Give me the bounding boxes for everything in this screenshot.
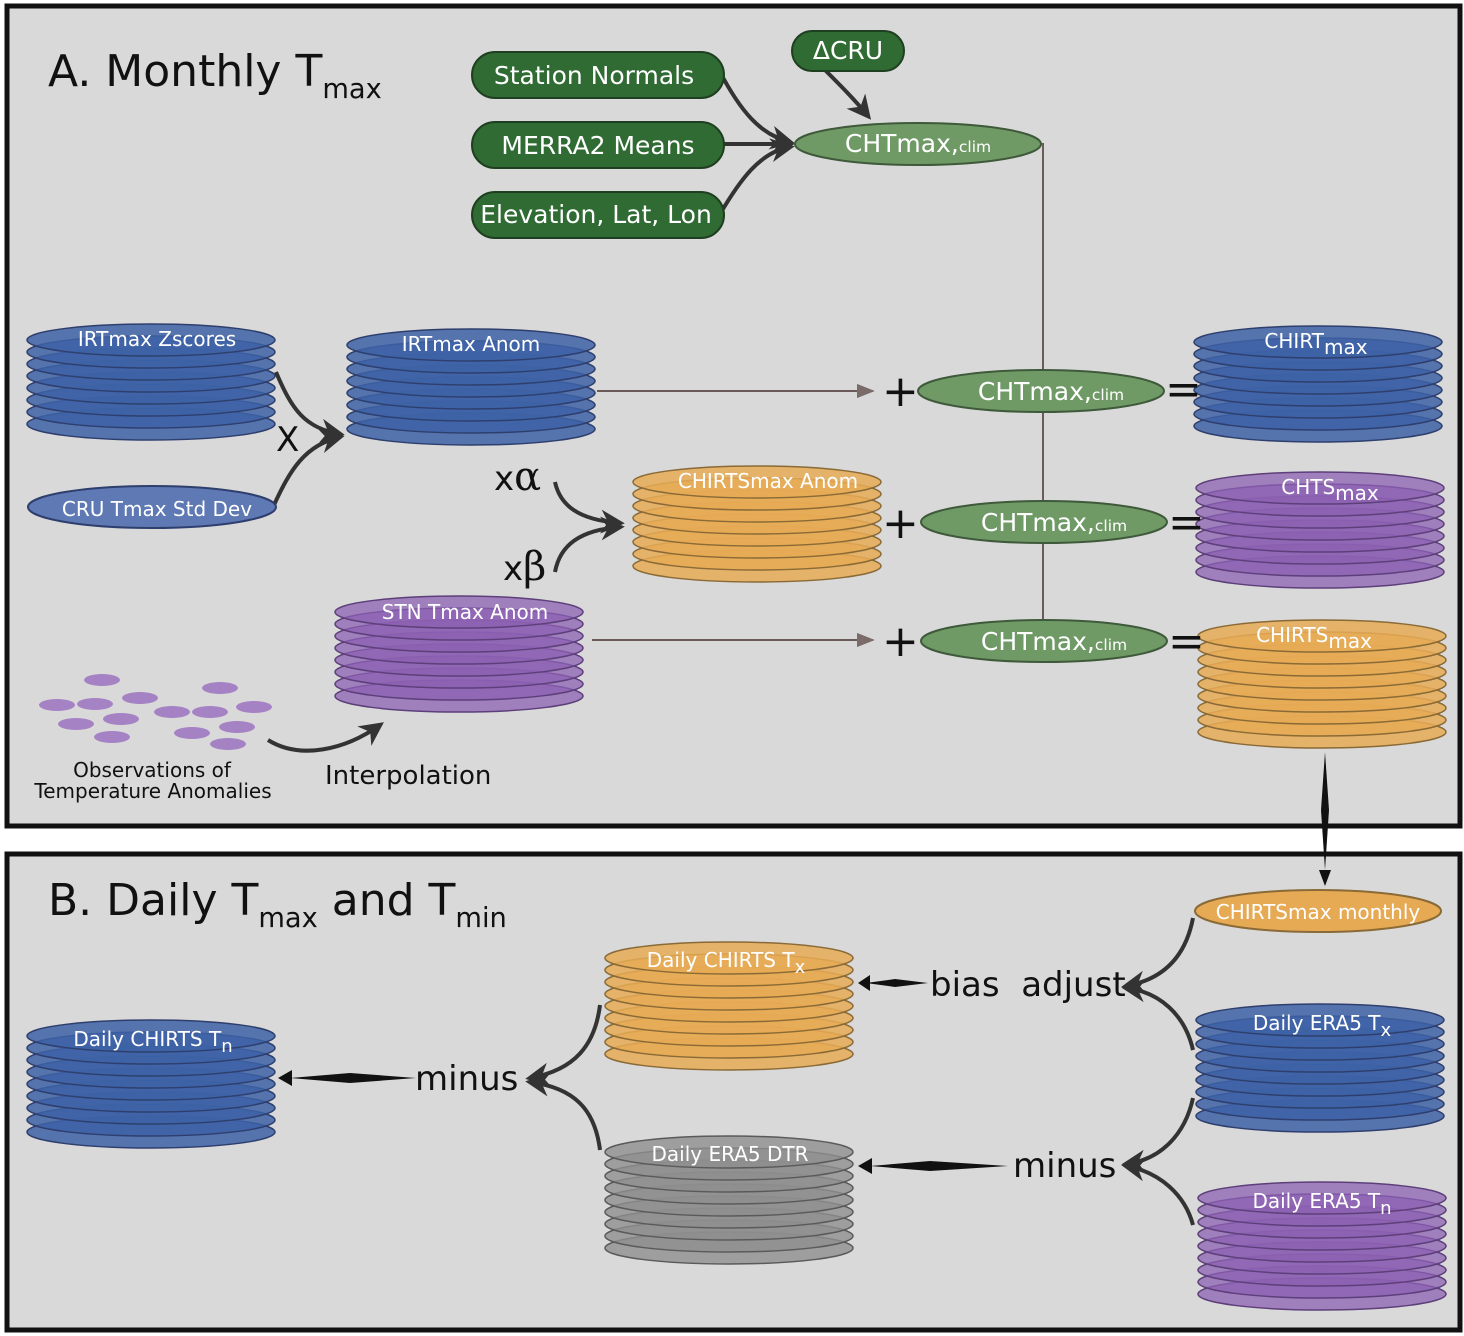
svg-text:Daily ERA5 DTR: Daily ERA5 DTR [652,1142,809,1166]
chirtsmax-monthly-ellipse: CHIRTSmax monthly [1194,889,1442,933]
svg-text:CHIRTSmax monthly: CHIRTSmax monthly [1216,900,1421,924]
svg-text:MERRA2 Means: MERRA2 Means [501,131,694,160]
stack-daily-era5-tn: Daily ERA5 Tn [1197,1181,1447,1311]
pill-elevation: Elevation, Lat, Lon [471,191,725,239]
svg-text:CHIRTmax: CHIRTmax [1264,329,1367,359]
svg-text:IRTmax Zscores: IRTmax Zscores [78,327,236,351]
flow-arrows [266,68,1195,1226]
stack-stn-anom: STN Tmax Anom [334,595,584,713]
svg-text:Station Normals: Station Normals [494,61,694,90]
clim-ellipse-1: CHTmax,clim [917,369,1165,413]
plus-3: + [882,616,919,667]
cru-std-ellipse: CRU Tmax Std Dev [27,485,277,529]
svg-text:CHTmax,clim: CHTmax,clim [981,627,1127,656]
stack-layer [1195,471,1445,505]
stack-layer [26,1019,276,1053]
interpolation-label: Interpolation [325,761,491,791]
svg-text:STN Tmax Anom: STN Tmax Anom [382,600,548,624]
observation-dots [39,674,272,750]
svg-text:Daily CHIRTS Tn: Daily CHIRTS Tn [73,1027,232,1057]
svg-text:CHTmax,clim: CHTmax,clim [845,129,991,158]
bias-adjust-label: bias adjust [930,965,1126,1005]
stack-chirtsmax-anom: CHIRTSmax Anom [632,465,882,583]
pill-station-normals: Station Normals [471,51,725,99]
svg-text:Daily ERA5 Tn: Daily ERA5 Tn [1252,1189,1391,1219]
x-beta: xβ [503,544,546,590]
stack-daily-era5-tx: Daily ERA5 Tx [1195,1003,1445,1133]
svg-text:ΔCRU: ΔCRU [813,36,883,65]
stack-layer [346,328,596,362]
svg-text:Daily ERA5 Tx: Daily ERA5 Tx [1253,1011,1392,1041]
equals-1: = [1165,364,1202,415]
svg-text:IRTmax Anom: IRTmax Anom [402,332,541,356]
stack-daily-era5-dtr: Daily ERA5 DTR [604,1135,854,1265]
svg-text:CHIRTSmax: CHIRTSmax [1256,623,1372,653]
stack-chirts-max: CHIRTSmax [1197,619,1447,749]
svg-text:CRU Tmax Std Dev: CRU Tmax Std Dev [62,497,252,521]
multiply-x: X [276,420,299,460]
stack-irtmax-zscores: IRTmax Zscores [26,323,276,441]
stack-layer [334,595,584,629]
stack-layer [604,941,854,975]
stack-chts-max: CHTSmax [1195,471,1445,589]
equals-3: = [1168,616,1205,667]
stack-daily-chirts-tn: Daily CHIRTS Tn [26,1019,276,1149]
minus-label-right: minus [1013,1146,1116,1186]
panel-a-title: A. Monthly Tmax [48,46,382,105]
pill-delta-cru: ΔCRU [791,30,905,72]
minus-label-left: minus [415,1059,518,1099]
stack-layer [604,1135,854,1169]
svg-text:Daily CHIRTS Tx: Daily CHIRTS Tx [647,948,806,978]
clim-ellipse-top: CHTmax,clim [794,122,1042,166]
stack-layer [632,465,882,499]
stack-chirt-max: CHIRTmax [1193,325,1443,443]
equals-2: = [1168,497,1205,548]
x-alpha: xα [494,454,541,500]
clim-ellipse-3: CHTmax,clim [920,619,1168,663]
stack-layer [1193,325,1443,359]
stack-layer [1195,1003,1445,1037]
plus-1: + [882,366,919,417]
pill-merra2-means: MERRA2 Means [471,121,725,169]
spindle-arrows [278,752,1331,1174]
stack-daily-chirts-tx: Daily CHIRTS Tx [604,941,854,1071]
svg-text:CHTmax,clim: CHTmax,clim [978,377,1124,406]
observations-label-line2: Temperature Anomalies [33,779,271,803]
stack-irtmax-anom: IRTmax Anom [346,328,596,446]
svg-text:CHTmax,clim: CHTmax,clim [981,508,1127,537]
svg-text:CHTSmax: CHTSmax [1281,475,1379,505]
stack-layer [1197,1181,1447,1215]
panel-b-title: B. Daily Tmax and Tmin [48,875,507,934]
observations-label-line1: Observations of [73,758,232,782]
stack-layer [1197,619,1447,653]
stack-layer [26,323,276,357]
plus-2: + [882,498,919,549]
clim-ellipse-2: CHTmax,clim [920,500,1168,544]
svg-text:Elevation, Lat, Lon: Elevation, Lat, Lon [480,200,712,229]
svg-text:CHIRTSmax Anom: CHIRTSmax Anom [678,469,858,493]
